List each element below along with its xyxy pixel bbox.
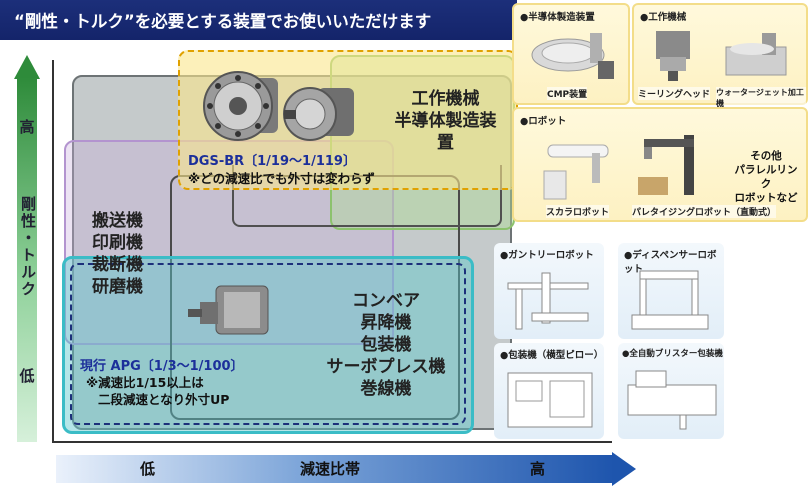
page-title: “剛性・トルク”を必要とする装置でお使いいただけます <box>0 0 517 40</box>
milling-head-image <box>656 31 690 81</box>
panel-machine-tool: ●工作機械 ミーリングヘッド ウォータージェット加工機 <box>632 3 808 109</box>
apg-note-1: ※減速比1/15以上は <box>86 375 204 390</box>
app-label: 印刷機 <box>92 233 143 253</box>
region-mid-outline <box>232 165 502 227</box>
panel-caption: スカラロボット <box>546 205 610 218</box>
region-apg-dashed <box>70 263 466 425</box>
cmp-machine-image <box>531 33 614 79</box>
dgs-br-note: ※どの減速比でも外寸は変わらず <box>188 171 375 186</box>
blister-machine-image <box>627 370 717 430</box>
y-axis-arrow <box>14 55 40 442</box>
panel-caption: パレタイジングロボット（直動式） <box>632 205 777 218</box>
app-label: 裁断機 <box>92 255 143 275</box>
apg-note-2: 二段減速となり外寸UP <box>98 392 230 407</box>
panel-packaging: ●包装機（横型ピロー） <box>494 343 604 439</box>
dgs-br-title: DGS-BR〔1/19〜1/119〕 <box>188 150 356 169</box>
y-axis-label: 剛性・トルク <box>17 196 37 304</box>
machines-label: 工作機械 半導体製造装置 <box>388 88 503 154</box>
dgs-br-reducer-image <box>203 71 354 141</box>
other-robots-line: ロボットなど <box>734 192 798 204</box>
packaging-machine-image <box>507 372 593 428</box>
other-robots-label: その他 パラレルリンク ロボットなど <box>732 149 800 205</box>
app-label: サーボプレス機 <box>326 357 446 377</box>
apg-reducer-image <box>188 285 269 335</box>
y-axis-low-label: 低 <box>19 367 35 385</box>
other-robots-line: パラレルリンク <box>734 164 798 190</box>
dispenser-robot-image <box>631 270 709 330</box>
page-title-text: “剛性・トルク”を必要とする装置でお使いいただけます <box>14 12 432 31</box>
panel-robot: ●ロボット その他 パラレルリンク ロボットなど スカラロボット パレタイジング… <box>512 107 808 222</box>
region-apg <box>62 256 474 434</box>
panel-title: ●半導体製造装置 <box>520 12 595 23</box>
dgs-br-title-text: DGS-BR〔1/19〜1/119〕 <box>188 154 356 169</box>
scara-robot-image <box>543 144 609 200</box>
y-axis-high-label: 高 <box>19 118 35 136</box>
x-axis-low-label: 低 <box>140 460 156 478</box>
panel-title: ●ガントリーロボット <box>500 250 594 261</box>
y-axis-line <box>52 60 54 443</box>
y-axis-label-text: 剛性・トルク <box>19 196 37 298</box>
waterjet-machine-image <box>725 33 787 76</box>
low-apps-list: コンベア 昇降機 包装機 サーボプレス機 巻線機 <box>322 290 450 400</box>
mid-apps-list: 搬送機 印刷機 裁断機 研磨機 <box>92 210 143 298</box>
x-axis-line <box>52 441 612 443</box>
x-axis-label: 減速比帯 <box>300 460 361 478</box>
app-label: 昇降機 <box>360 313 412 333</box>
apg-title: 現行 APG〔1/3〜1/100〕 <box>80 359 244 374</box>
panel-gantry: ●ガントリーロボット <box>494 243 604 339</box>
panel-title: ●ディスペンサーロボット <box>624 250 717 275</box>
panel-dispenser: ●ディスペンサーロボット <box>618 243 724 339</box>
gantry-robot-image <box>507 272 589 330</box>
app-label: コンベア <box>352 291 420 311</box>
panel-semiconductor: ●半導体製造装置 CMP装置 <box>512 3 630 105</box>
x-axis-arrow <box>56 452 636 486</box>
panel-title: ●全自動ブリスター包装機 <box>622 349 723 359</box>
panel-title: ●包装機（横型ピロー） <box>500 350 604 361</box>
app-label: 巻線機 <box>360 379 412 399</box>
app-label: 包装機 <box>360 335 412 355</box>
x-axis-high-label: 高 <box>530 460 546 478</box>
other-robots-line: その他 <box>750 150 782 162</box>
panel-title: ●工作機械 <box>640 12 687 23</box>
machines-label-line1: 工作機械 <box>411 89 480 109</box>
panel-caption: ウォータージェット加工機 <box>716 87 806 109</box>
app-label: 搬送機 <box>92 211 143 231</box>
machines-label-line2: 半導体製造装置 <box>394 111 497 153</box>
panel-blister: ●全自動ブリスター包装機 <box>618 343 724 439</box>
app-label: 研磨機 <box>92 277 143 297</box>
palletizing-robot-image <box>638 135 694 195</box>
panel-caption: CMP装置 <box>547 87 588 100</box>
panel-title: ●ロボット <box>520 116 567 127</box>
panel-caption: ミーリングヘッド <box>638 87 711 100</box>
